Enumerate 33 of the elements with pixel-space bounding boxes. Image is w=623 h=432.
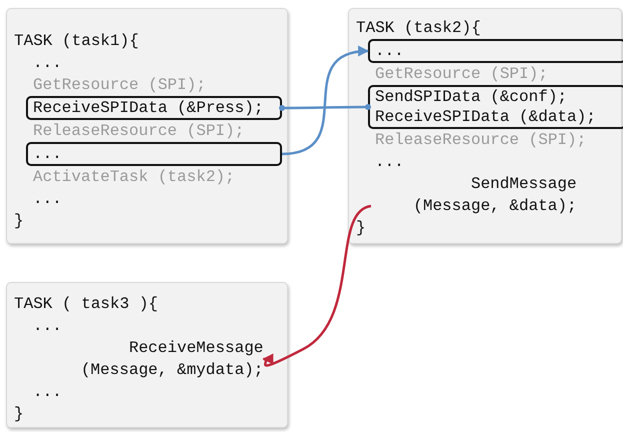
code-line: ... bbox=[33, 382, 62, 403]
code-line: } bbox=[356, 218, 366, 239]
code-line: ReceiveSPIData (&data); bbox=[375, 107, 596, 127]
code-line: ReceiveMessage (Message, &mydata); bbox=[33, 337, 264, 381]
code-line: } bbox=[14, 211, 24, 232]
code-line: ReceiveSPIData (&Press); bbox=[33, 98, 264, 118]
connector-line bbox=[279, 104, 371, 111]
code-line: ... bbox=[33, 189, 62, 210]
code-line: ... bbox=[33, 316, 62, 337]
code-line: SendMessage (Message, &data); bbox=[375, 173, 577, 217]
arrow bbox=[262, 204, 372, 367]
code-panel bbox=[6, 8, 288, 244]
code-line: GetResource (SPI); bbox=[375, 64, 548, 85]
highlight-box bbox=[26, 142, 282, 166]
highlight-box bbox=[368, 39, 623, 63]
code-line: ActivateTask (task2); bbox=[33, 167, 235, 188]
code-line: ... bbox=[33, 53, 62, 74]
highlight-box bbox=[368, 85, 623, 129]
code-line: ... bbox=[375, 152, 404, 173]
code-line: ... bbox=[33, 144, 62, 164]
code-line: TASK (task1){ bbox=[14, 31, 139, 52]
code-line: SendSPIData (&conf); bbox=[375, 87, 568, 107]
code-line: GetResource (SPI); bbox=[33, 75, 206, 96]
code-line: ReleaseResource (SPI); bbox=[375, 130, 586, 151]
code-line: ReleaseResource (SPI); bbox=[33, 121, 244, 142]
code-line: ... bbox=[375, 41, 404, 61]
code-line: TASK ( task3 ){ bbox=[14, 294, 158, 315]
code-line: } bbox=[14, 404, 24, 425]
code-panel bbox=[348, 8, 622, 244]
code-line: TASK (task2){ bbox=[356, 18, 481, 39]
arrow bbox=[282, 46, 370, 156]
code-panel bbox=[6, 282, 288, 428]
highlight-box bbox=[26, 96, 282, 120]
